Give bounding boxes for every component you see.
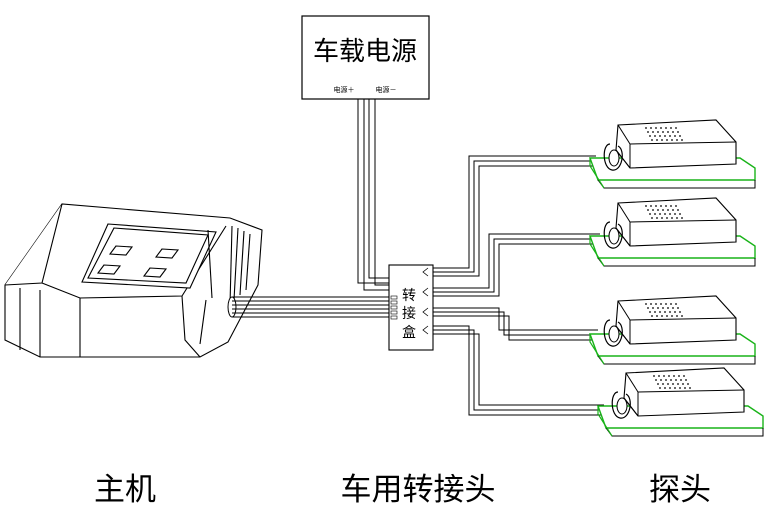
probe-2 <box>589 197 756 267</box>
host-cable <box>232 296 391 318</box>
probe-4 <box>597 367 764 437</box>
power-positive-label: 电源＋ <box>334 85 355 94</box>
host-connector <box>227 296 237 318</box>
junction-char-3: 盒 <box>402 324 416 341</box>
power-cable <box>357 99 391 291</box>
probe-1 <box>589 119 756 189</box>
caption-host: 主机 <box>94 472 156 508</box>
junction-char-2: 接 <box>402 305 416 322</box>
power-supply: 车载电源 电源＋ 电源－ <box>301 15 430 100</box>
junction-box: 转 接 盒 <box>388 264 434 351</box>
probe-3 <box>589 295 756 365</box>
caption-adapter: 车用转接头 <box>341 472 496 508</box>
power-supply-title: 车载电源 <box>313 37 417 67</box>
caption-probe: 探头 <box>649 472 711 508</box>
probe-cables <box>433 155 604 416</box>
junction-char-1: 转 <box>402 288 416 304</box>
power-negative-label: 电源－ <box>376 85 397 94</box>
power-supply-box <box>301 15 430 100</box>
host-unit <box>4 203 263 358</box>
